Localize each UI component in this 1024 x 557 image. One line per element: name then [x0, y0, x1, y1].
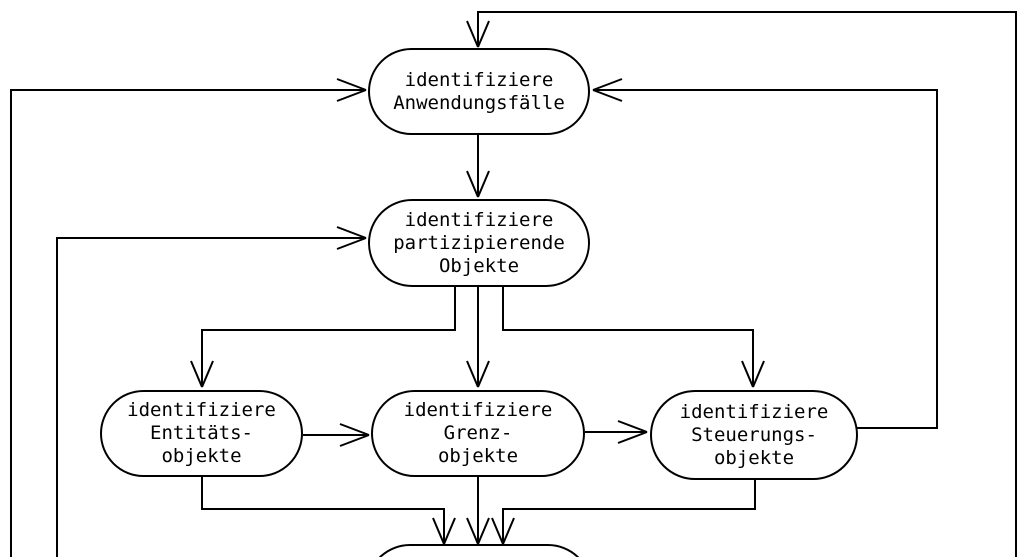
arrowhead-right-icon: [617, 420, 648, 444]
node-steuerungs-objekte: identifiziere Steuerungs- objekte: [650, 390, 858, 480]
arrowhead-down-icon: [466, 517, 490, 545]
edge-feedback-left-outer-to-anwendungsfaelle: [10, 78, 367, 557]
edge-entitaets-to-bottom-node: [201, 477, 456, 545]
arrowhead-down-icon: [466, 170, 490, 198]
arrowhead-right-icon: [336, 78, 367, 102]
arrowhead-right-icon: [336, 226, 367, 250]
edge-feedback-right-outer-to-anwendungsfaelle: [466, 11, 1017, 557]
node-entitaets-objekte: identifiziere Entitäts- objekte: [100, 390, 303, 477]
edge-steuerungs-to-bottom-node: [491, 480, 756, 545]
arrowhead-left-icon: [592, 78, 623, 102]
arrowhead-down-icon: [466, 360, 490, 388]
edge-partizipierende-to-steuerungs: [502, 287, 765, 388]
arrowhead-right-icon: [339, 423, 370, 447]
edge-partizipierende-to-entitaets: [190, 287, 456, 388]
edge-entitaets-to-grenz: [303, 423, 370, 447]
node-bottom-partial: [366, 544, 592, 557]
edge-anwendungsfaelle-to-partizipierende: [466, 135, 490, 198]
arrowhead-down-icon: [432, 517, 456, 545]
node-partizipierende-objekte: identifiziere partizipierende Objekte: [368, 199, 590, 287]
arrowhead-down-icon: [190, 360, 214, 388]
arrowhead-down-icon: [741, 360, 765, 388]
node-grenz-objekte: identifiziere Grenz- objekte: [371, 390, 585, 477]
edge-partizipierende-to-grenz: [466, 287, 490, 388]
arrowhead-down-icon: [491, 517, 515, 545]
arrowhead-down-icon: [466, 20, 490, 48]
edge-steuerungs-to-anwendungsfaelle: [592, 78, 938, 429]
edge-grenz-to-bottom-node: [466, 477, 490, 545]
edge-feedback-left-inner-to-partizipierende: [56, 226, 367, 557]
node-anwendungsfaelle: identifiziere Anwendungsfälle: [368, 48, 590, 135]
edge-grenz-to-steuerungs: [585, 420, 648, 444]
